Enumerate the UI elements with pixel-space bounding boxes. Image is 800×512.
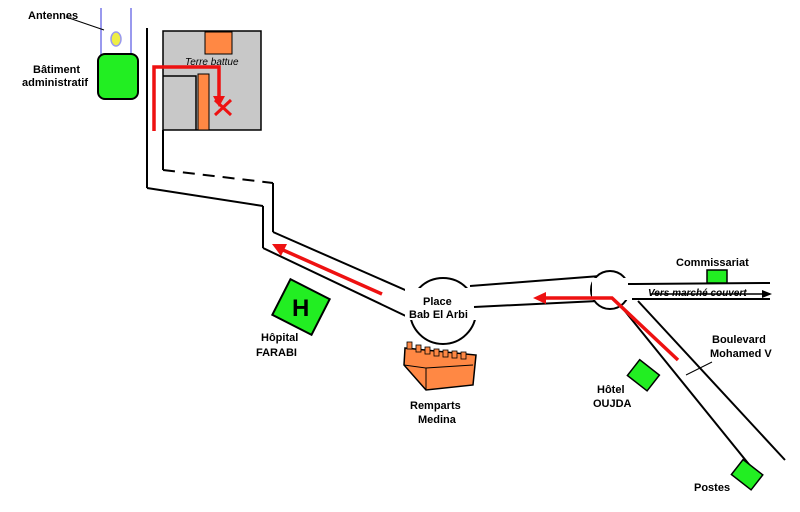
destination-cross-icon (213, 98, 233, 117)
label-hopital-line1: Hôpital (261, 332, 298, 344)
label-boulevard-line2: Mohamed V (710, 348, 772, 360)
label-hotel-line1: Hôtel (597, 384, 625, 396)
orange-strip (197, 73, 210, 131)
boulevard-edge (637, 300, 786, 461)
route-path (152, 65, 680, 362)
label-batiment-line2: administratif (22, 77, 88, 89)
label-antennes: Antennes (28, 10, 78, 22)
road-edge (469, 275, 601, 287)
label-vers-marche: Vers marché couvert (648, 288, 747, 299)
label-commissariat: Commissariat (676, 257, 749, 269)
boulevard-edge (619, 304, 761, 479)
arrow-down-icon (213, 96, 225, 107)
small-building-icon (204, 31, 233, 55)
label-hopital-line2: FARABI (256, 347, 297, 359)
road-edge (272, 231, 413, 294)
antennes-leader-line (65, 16, 105, 31)
arrow-left-icon (272, 244, 287, 256)
label-terre-battue: Terre battue (185, 57, 239, 68)
postes-icon (730, 458, 764, 491)
antenna-bulb-icon (110, 31, 122, 47)
access-lane-edge (163, 75, 197, 130)
batiment-administratif-icon (97, 53, 139, 100)
arrow-left-icon (533, 292, 546, 304)
label-place-line1: Place (423, 296, 452, 308)
label-boulevard-line1: Boulevard (712, 334, 766, 346)
remparts-medina-icon (403, 341, 477, 391)
label-postes: Postes (694, 482, 730, 494)
label-batiment-line1: Bâtiment (33, 64, 80, 76)
road-edge (262, 247, 411, 319)
antenna-icon (100, 8, 132, 55)
hopital-h-symbol: H (292, 295, 309, 322)
label-place-line2: Bab El Arbi (409, 309, 468, 321)
road-edge (473, 300, 599, 308)
hopital-farabi-icon (270, 277, 332, 337)
label-remparts-line1: Remparts (410, 400, 461, 412)
label-remparts-line2: Medina (418, 414, 457, 426)
hotel-oujda-icon (626, 358, 661, 392)
commissariat-icon (706, 269, 728, 284)
label-hotel-line2: OUJDA (593, 398, 632, 410)
road-edge (146, 187, 264, 207)
road-edge-dashed (162, 169, 274, 184)
boulevard-leader-line (685, 361, 713, 376)
road-edge (627, 282, 771, 285)
roundabout-mask (592, 278, 632, 300)
arrow-right-icon (762, 290, 772, 298)
place-mask (405, 288, 485, 320)
